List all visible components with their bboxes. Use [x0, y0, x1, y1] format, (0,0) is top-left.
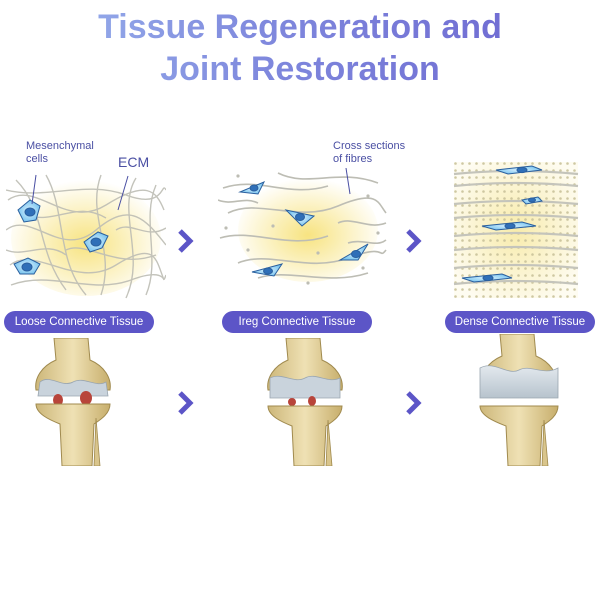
page-title-line-1: Tissue Regeneration and [0, 6, 600, 48]
cross-sections-label: Cross sections of fibres [333, 140, 405, 166]
chevron-right-icon [406, 391, 422, 415]
loose-connective-tissue-illustration [6, 174, 166, 299]
mesenchymal-label-line2: cells [26, 153, 49, 165]
dense-connective-tissue-illustration [453, 162, 579, 298]
stage-badge-ireg: Ireg Connective Tissue [222, 311, 372, 333]
mesenchymal-cells-label: Mesenchymal cells [26, 140, 94, 166]
cross-sections-line1: Cross sections [333, 140, 406, 152]
ireg-connective-tissue-illustration [218, 168, 387, 285]
ecm-label: ECM [118, 154, 150, 170]
cross-sections-line2: of fibres [333, 153, 373, 165]
stage-badge-dense: Dense Connective Tissue [445, 311, 595, 333]
mesenchymal-label-line1: Mesenchymal [26, 140, 94, 152]
chevron-right-icon [178, 229, 194, 253]
page-title-line-2: Joint Restoration [0, 48, 600, 90]
damaged-knee-joint-illustration [35, 338, 111, 466]
stage-badge-loose: Loose Connective Tissue [4, 311, 154, 333]
restored-knee-joint-illustration [479, 334, 559, 466]
healing-knee-joint-illustration [267, 338, 343, 466]
chevron-right-icon [178, 391, 194, 415]
chevron-right-icon [406, 229, 422, 253]
